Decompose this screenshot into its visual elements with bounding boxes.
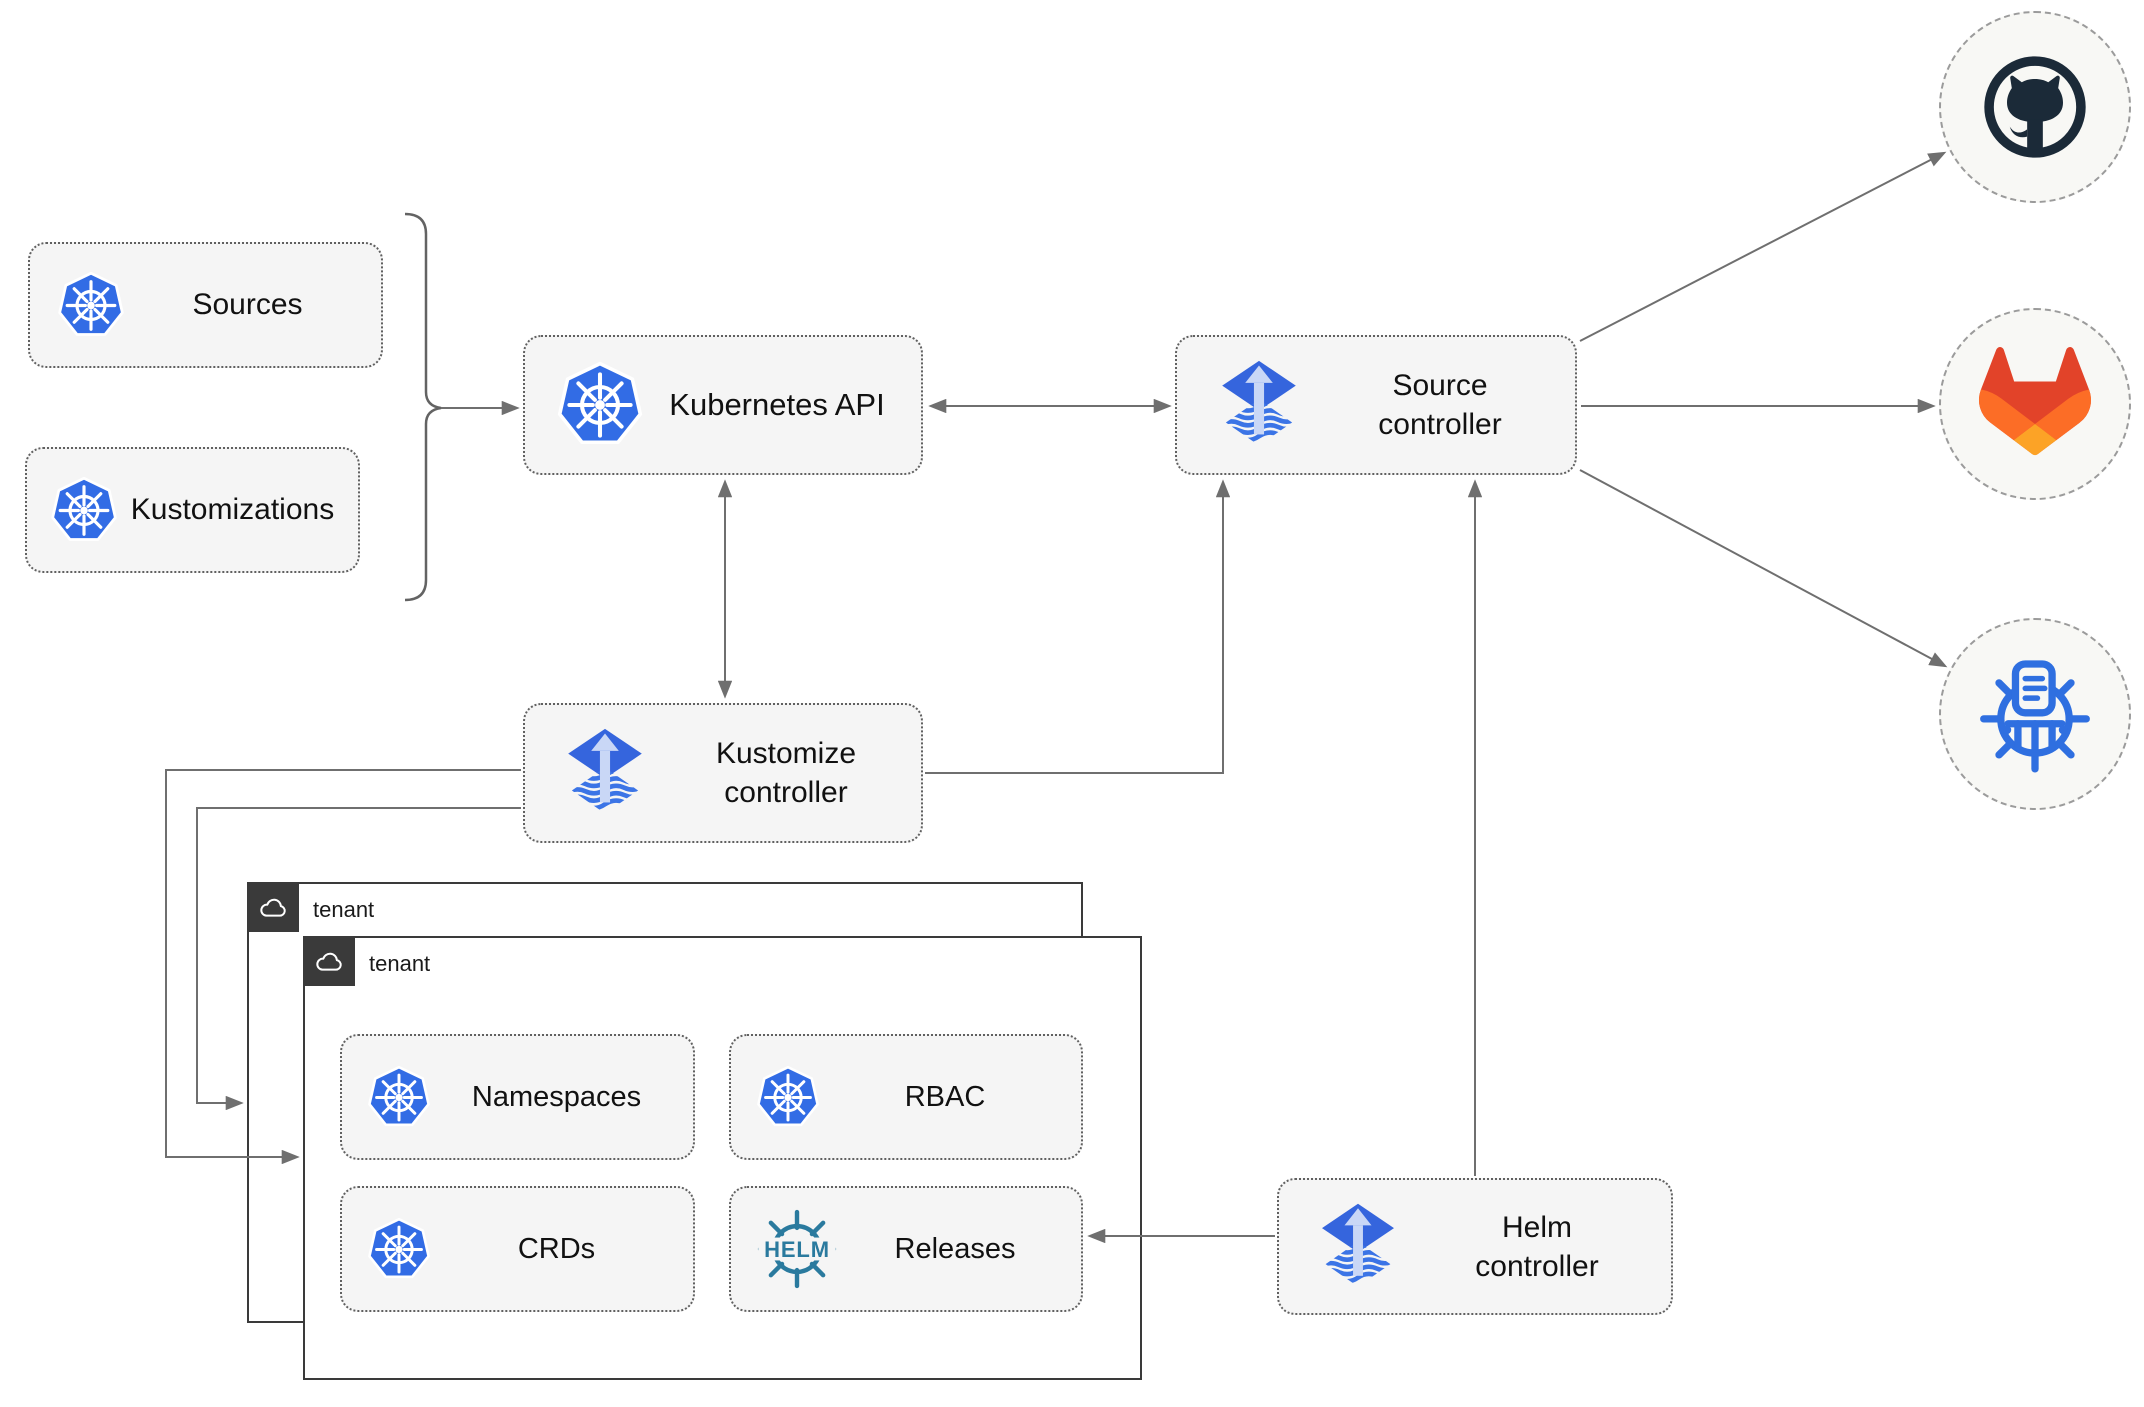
namespaces-label: Namespaces (471, 1080, 642, 1113)
flux-icon (1313, 1200, 1403, 1294)
github-node (1939, 11, 2131, 203)
resources-bracket (404, 212, 442, 602)
github-icon (1984, 56, 2086, 158)
kubernetes-icon (755, 1063, 821, 1132)
cloud-icon (313, 945, 345, 977)
kustomizations-box: Kustomizations (25, 447, 360, 573)
tenant-label: tenant (369, 951, 431, 976)
rbac-box: RBAC (729, 1034, 1083, 1160)
kubernetes-icon (366, 1063, 432, 1132)
tenant-tab (302, 935, 355, 986)
kubernetes-api-label: Kubernetes API (669, 387, 885, 422)
source-controller-box: Source controller (1175, 335, 1577, 475)
kustomizations-label: Kustomizations (130, 493, 335, 526)
tenant-label: tenant (313, 897, 375, 922)
kubernetes-icon (366, 1215, 432, 1284)
sources-label: Sources (192, 288, 303, 321)
kubernetes-api-box: Kubernetes API (523, 335, 923, 475)
helm-controller-label: Helm controller (1475, 1210, 1599, 1283)
gitlab-node (1939, 308, 2131, 500)
releases-box: Releases (729, 1186, 1083, 1312)
flux-icon (559, 725, 651, 821)
cloud-icon (257, 891, 289, 923)
chartmuseum-icon (1980, 660, 2090, 773)
tenant-tab (246, 881, 299, 932)
gitlab-icon (1978, 347, 2092, 456)
rbac-label: RBAC (904, 1080, 986, 1113)
flux-icon (1213, 357, 1305, 453)
releases-label: Releases (894, 1232, 1016, 1265)
kubernetes-icon (555, 358, 645, 452)
helm-icon (753, 1205, 841, 1293)
helm-controller-box: Helm controller (1277, 1178, 1673, 1315)
source-controller-label: Source controller (1378, 369, 1502, 441)
kubernetes-icon (49, 474, 119, 547)
arrow-kustomize-to-source-controller (925, 479, 1231, 774)
arrow-source-to-github (1579, 151, 1947, 342)
kubernetes-icon (56, 269, 126, 342)
crds-label: CRDs (517, 1232, 596, 1265)
namespaces-box: Namespaces (340, 1034, 695, 1160)
kustomize-controller-box: Kustomize controller (523, 703, 923, 843)
kustomize-controller-label: Kustomize controller (715, 737, 857, 809)
arrow-source-to-chartmuseum (1579, 469, 1948, 668)
sources-box: Sources (28, 242, 383, 368)
chartmuseum-node (1939, 618, 2131, 810)
crds-box: CRDs (340, 1186, 695, 1312)
